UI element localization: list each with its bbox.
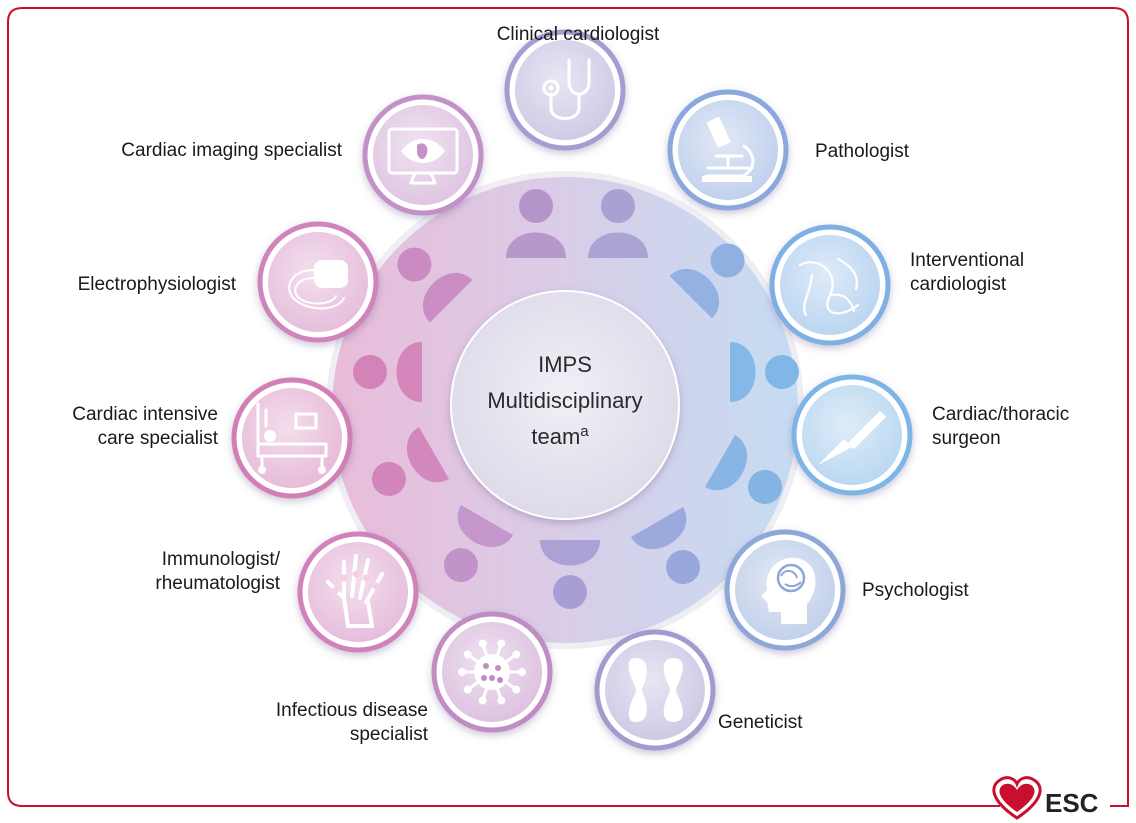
esc-logo: ESC xyxy=(992,776,1099,820)
team-member-icon xyxy=(397,247,473,323)
chromosome-icon xyxy=(628,658,683,722)
role-label: surgeon xyxy=(932,428,1001,449)
role-label: Cardiac imaging specialist xyxy=(121,140,342,161)
role-label: Cardiac intensive xyxy=(72,404,218,425)
role-item: Cardiac intensive care specialist xyxy=(72,377,353,499)
role-label: specialist xyxy=(350,724,429,745)
role-label: cardiologist xyxy=(910,274,1007,295)
coronary-arteries-icon xyxy=(798,257,860,317)
role-label: Cardiac/thoracic xyxy=(932,404,1069,425)
role-item: Electrophysiologist xyxy=(78,221,379,343)
role-item: Psychologist xyxy=(724,529,969,651)
role-label: Interventional xyxy=(910,250,1024,271)
center-title-line-2: Multidisciplinary xyxy=(487,388,642,413)
team-member-icon xyxy=(588,189,648,258)
center-title-line-3: teama xyxy=(531,423,589,449)
role-item: Geneticist xyxy=(594,629,803,751)
team-member-icon xyxy=(669,243,745,319)
imaging-monitor-icon xyxy=(387,127,459,185)
role-label: rheumatologist xyxy=(155,573,280,594)
head-brain-icon xyxy=(761,557,816,624)
pacemaker-icon xyxy=(288,260,348,310)
hospital-bed-icon xyxy=(256,402,328,474)
team-member-icon xyxy=(631,507,700,585)
frame-border xyxy=(7,7,1129,807)
role-circles: Clinical cardiologistPathologistInterven… xyxy=(72,24,1069,751)
role-label: Immunologist/ xyxy=(162,549,281,570)
center-circle xyxy=(450,290,680,520)
role-item: Pathologist xyxy=(667,89,910,211)
role-item: Immunologist/rheumatologist xyxy=(155,531,419,653)
role-item: Cardiac imaging specialist xyxy=(121,94,484,216)
center-title-line-1: IMPS xyxy=(538,352,592,377)
team-member-icon xyxy=(730,342,799,402)
scalpel-icon xyxy=(818,411,886,465)
role-label: Infectious disease xyxy=(276,700,428,721)
team-member-icon xyxy=(506,189,566,258)
role-item: Infectious disease specialist xyxy=(276,611,553,745)
center-title-team: team xyxy=(531,424,580,449)
hand-joints-icon xyxy=(326,554,384,628)
team-member-icon xyxy=(353,342,422,402)
team-members xyxy=(353,189,799,609)
role-label: Psychologist xyxy=(862,580,969,601)
role-item: Clinical cardiologist xyxy=(497,24,660,151)
role-item: Interventional cardiologist xyxy=(769,224,1024,346)
team-member-icon xyxy=(371,427,449,496)
role-label: Geneticist xyxy=(718,712,803,733)
stethoscope-icon xyxy=(542,58,591,120)
role-item: Cardiac/thoracic surgeon xyxy=(791,374,1069,496)
role-label: Clinical cardiologist xyxy=(497,24,660,45)
role-label: Pathologist xyxy=(815,141,910,162)
center-footnote-marker: a xyxy=(580,423,589,440)
team-member-icon xyxy=(444,505,513,583)
team-member-icon xyxy=(705,435,783,504)
team-member-icon xyxy=(540,540,600,609)
microscope-icon xyxy=(702,116,755,182)
virus-icon xyxy=(458,639,526,705)
esc-logo-text: ESC xyxy=(1045,788,1099,818)
role-label: Electrophysiologist xyxy=(78,274,237,295)
role-label: care specialist xyxy=(98,428,219,449)
